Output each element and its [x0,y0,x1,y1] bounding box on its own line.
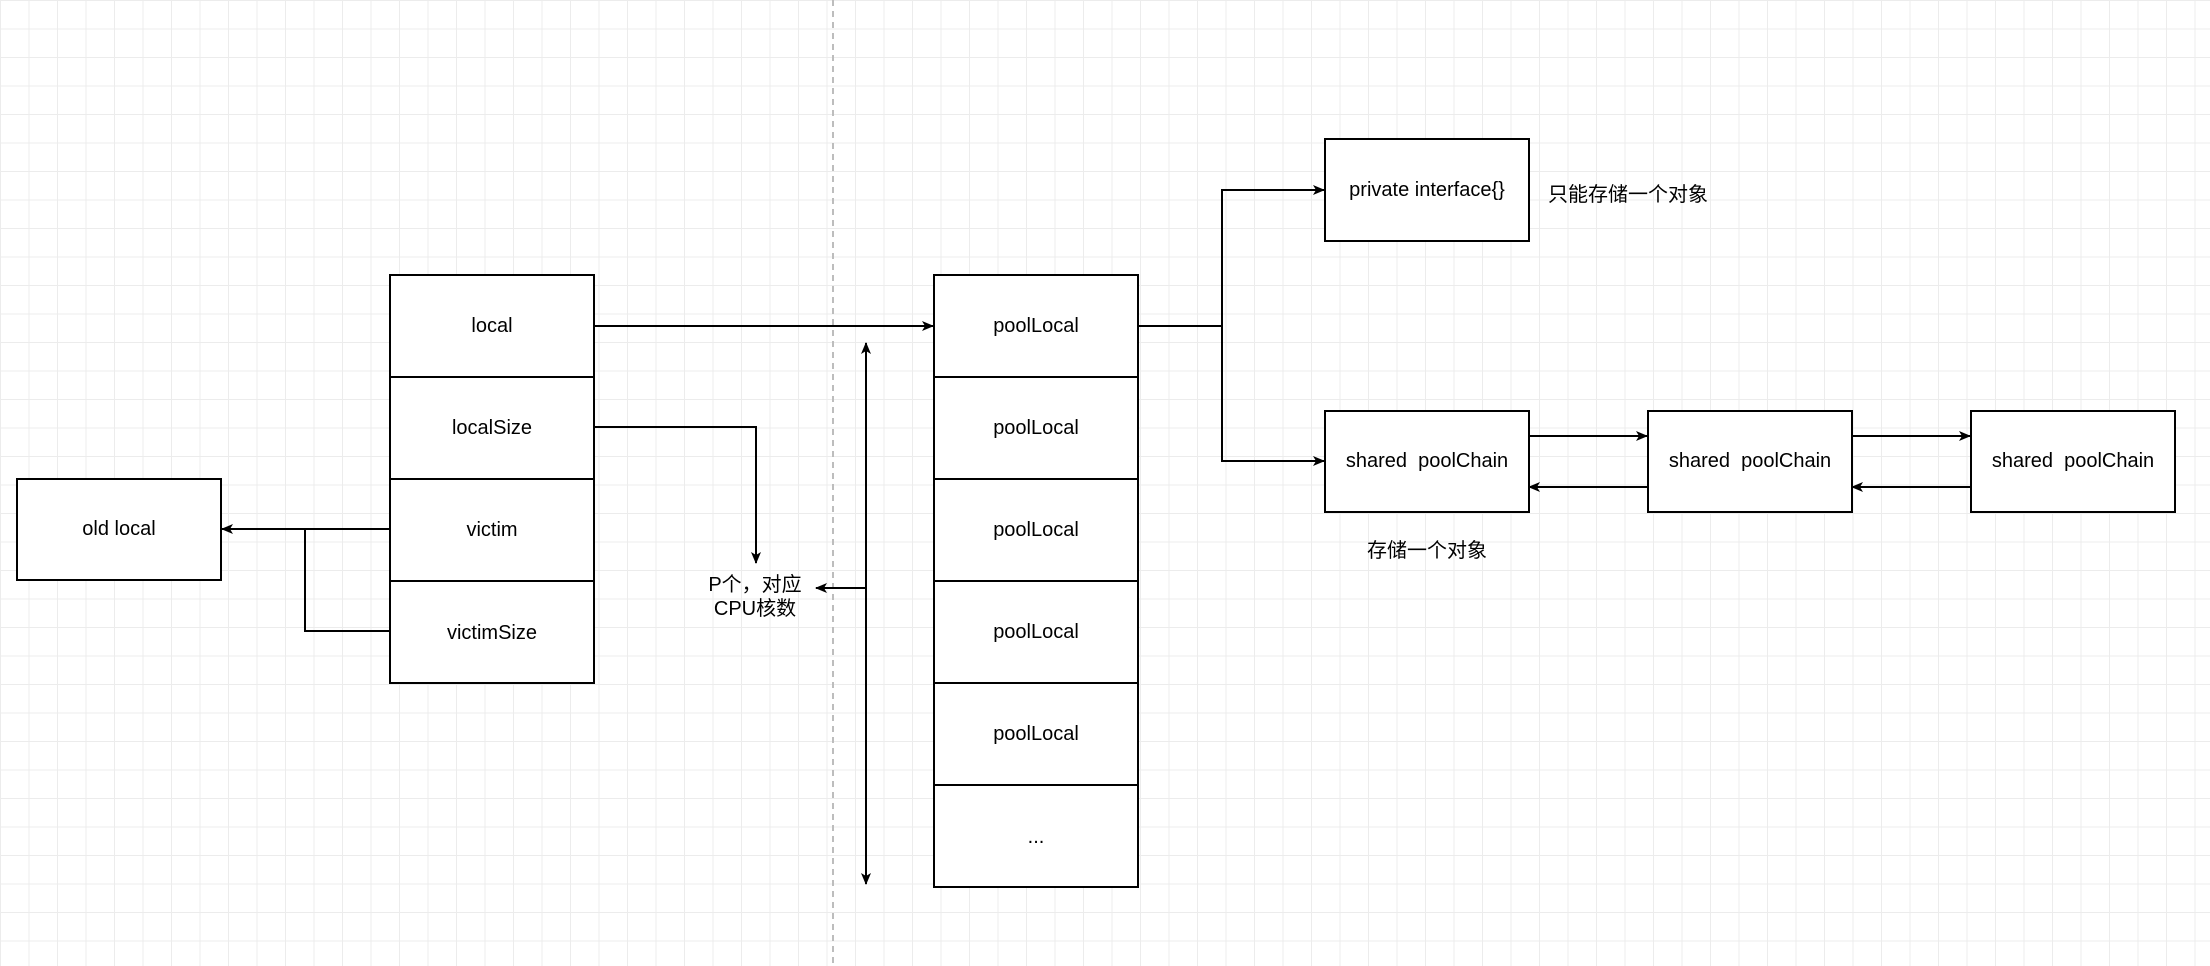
shared-note: 存储一个对象 [1367,540,1487,562]
connector-victimsize [304,529,389,632]
poollocal-cell: poolLocal [935,480,1137,582]
arrow-to-private [1221,185,1325,326]
poollocal-cell: poolLocal [935,378,1137,480]
poollocal-cell: poolLocal [935,276,1137,378]
arrow-localsize-to-note [595,426,761,564]
poollocal-ellipsis: ... [1027,825,1045,848]
pool-struct: local localSize victim victimSize [389,274,595,684]
shared-poolchain-label: shared poolChain [1668,450,1832,472]
shared-poolchain-box: shared poolChain [1970,410,2176,513]
field-localsize: localSize [391,378,593,480]
poollocal-array: poolLocal poolLocal poolLocal poolLocal … [933,274,1139,888]
field-local: local [391,276,593,378]
private-interface-box: private interface{} [1324,138,1530,242]
old-local-box: old local [16,478,222,581]
shared-poolchain-box: shared poolChain [1647,410,1853,513]
field-victim: victim [391,480,593,582]
p-count-note-line2: CPU核数 [713,598,797,620]
old-local-label: old local [82,518,156,540]
poollocal-cell: poolLocal [935,582,1137,684]
field-victimsize: victimSize [446,621,537,644]
private-note: 只能存储一个对象 [1548,184,1708,206]
p-count-note-line1: P个，对应 [708,574,802,596]
private-interface-label: private interface{} [1349,178,1505,201]
arrow-to-shared [1221,326,1325,466]
poollocal-cell: poolLocal [935,684,1137,786]
shared-poolchain-label: shared poolChain [1345,450,1509,472]
shared-poolchain-label: shared poolChain [1991,450,2155,472]
shared-poolchain-box: shared poolChain [1324,410,1530,513]
p-count-note: P个，对应 CPU核数 [690,573,820,621]
